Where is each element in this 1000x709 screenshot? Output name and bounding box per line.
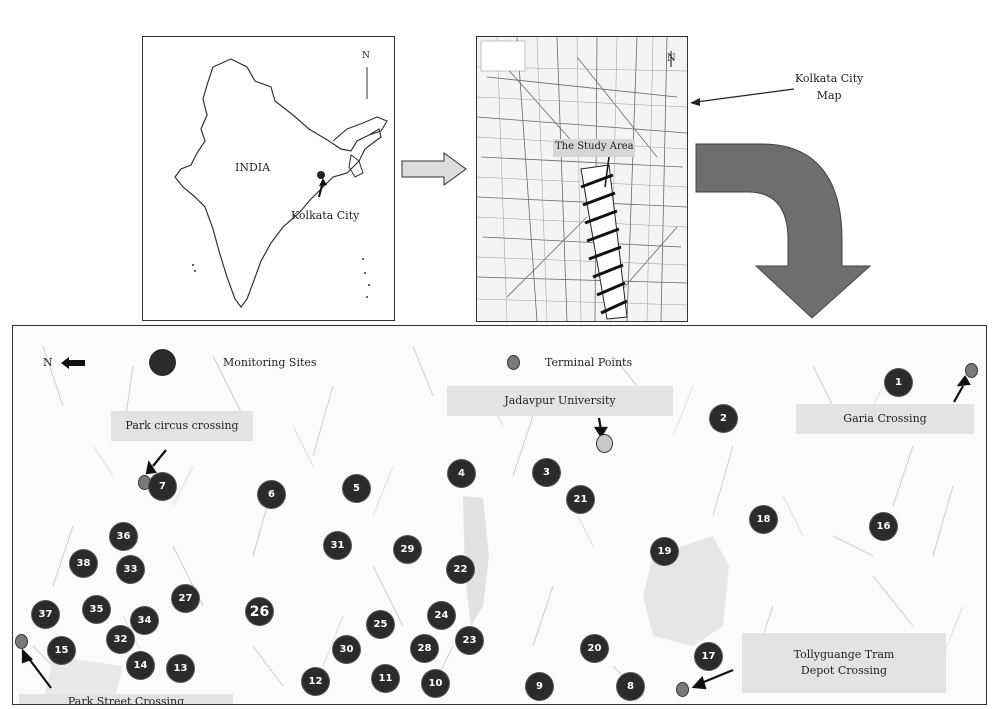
site-18: 18 [750, 506, 777, 533]
terminal-point-garia [965, 363, 978, 378]
north-arrow-icon [61, 357, 85, 369]
terminal-point-tollygunge [676, 682, 689, 697]
site-21: 21 [567, 486, 594, 513]
site-24: 24 [428, 602, 455, 629]
tollygunge-crossing-label: Tollyguange Tram Depot Crossing [742, 633, 946, 693]
site-11: 11 [372, 665, 399, 692]
study-area-panel: N Monitoring Sites Terminal Points Jadav… [12, 325, 987, 705]
site-26: 26 [246, 598, 273, 625]
site-6: 6 [258, 481, 285, 508]
site-1: 1 [885, 369, 912, 396]
site-25: 25 [367, 611, 394, 638]
site-34: 34 [131, 607, 158, 634]
site-10: 10 [422, 670, 449, 697]
site-35: 35 [83, 596, 110, 623]
site-37: 37 [32, 601, 59, 628]
site-17: 17 [695, 643, 722, 670]
site-8: 8 [617, 673, 644, 700]
legend-terminal-points: Terminal Points [545, 356, 633, 369]
park-street-crossing-label: Park Street Crossing [19, 694, 233, 704]
study-area-label: The Study Area [555, 141, 634, 152]
site-22: 22 [447, 556, 474, 583]
site-16: 16 [870, 513, 897, 540]
north-label: N [362, 51, 370, 61]
site-23: 23 [456, 627, 483, 654]
site-15: 15 [48, 637, 75, 664]
site-33: 33 [117, 556, 144, 583]
street-texture [32, 345, 964, 704]
garia-crossing-label: Garia Crossing [796, 404, 974, 434]
india-label: INDIA [235, 161, 271, 174]
legend-monitoring-sites: Monitoring Sites [223, 356, 317, 369]
site-3: 3 [533, 459, 560, 486]
callout-arrow [690, 88, 795, 106]
site-7: 7 [149, 473, 176, 500]
city-street-map [477, 37, 687, 321]
legend-north-label: N [43, 356, 53, 369]
site-13: 13 [167, 655, 194, 682]
site-9: 9 [526, 673, 553, 700]
site-2: 2 [710, 405, 737, 432]
curved-down-arrow-icon [695, 143, 872, 319]
site-30: 30 [333, 636, 360, 663]
site-19: 19 [651, 538, 678, 565]
site-20: 20 [581, 635, 608, 662]
right-arrow-icon [401, 152, 467, 186]
terminal-point-park-street [15, 634, 28, 649]
kolkata-city-map-callout: Kolkata City Map [795, 72, 864, 102]
site-4: 4 [448, 460, 475, 487]
site-12: 12 [302, 668, 329, 695]
kolkata-map-panel: The Study Area N [476, 36, 688, 322]
site-36: 36 [110, 523, 137, 550]
site-32: 32 [107, 626, 134, 653]
terminal-point-jadavpur [596, 434, 613, 453]
legend-site-marker [149, 349, 176, 376]
india-map-panel: INDIA Kolkata City N [142, 36, 395, 321]
site-28: 28 [411, 635, 438, 662]
site-29: 29 [394, 536, 421, 563]
kolkata-city-label: Kolkata City [291, 209, 360, 222]
legend-terminal-marker [507, 355, 520, 370]
site-31: 31 [324, 532, 351, 559]
site-38: 38 [70, 550, 97, 577]
site-14: 14 [127, 652, 154, 679]
park-circus-crossing-label: Park circus crossing [111, 411, 253, 441]
india-outline [174, 58, 388, 308]
site-27: 27 [172, 585, 199, 612]
jadavpur-university-label: Jadavpur University [447, 386, 673, 416]
city-north-label: N [667, 53, 676, 64]
site-5: 5 [343, 475, 370, 502]
